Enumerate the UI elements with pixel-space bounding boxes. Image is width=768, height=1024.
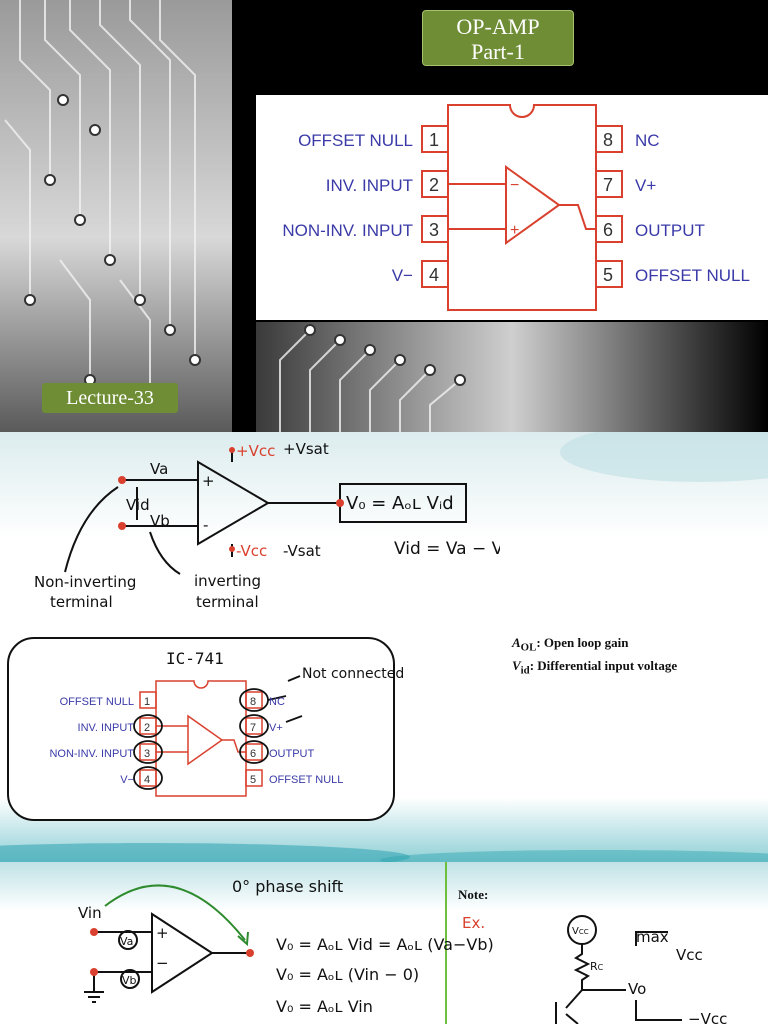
title-box: OP-AMP Part-1 [422,10,574,66]
pin-label-4: V− [392,266,413,285]
ic741-pin-label-5: OFFSET NULL [269,774,343,786]
noninverting-sketch: Vin Va Vb + − 0° phase shift V₀ = Aₒʟ Vi… [0,862,768,1024]
equation-3: V₀ = Aₒʟ Vin [276,997,373,1016]
note-title: Note: [458,887,489,902]
pin-label-5: OFFSET NULL [635,266,750,285]
pin-label-2: INV. INPUT [326,176,413,195]
ic741-pin-num-5: 5 [250,774,256,786]
equation-1: V₀ = Aₒʟ Vid = Aₒʟ (Va−Vb) [276,935,494,954]
pin-label-1: OFFSET NULL [298,131,413,150]
plus-terminal-3: + [156,924,169,942]
slide-opamp-basics: +Vcc +Vsat -Vcc -Vsat Va Vb Vid + - V₀ =… [0,432,768,862]
terminal-label-2: terminal [196,593,259,611]
vsat-positive-label: +Vsat [283,440,329,458]
pin-num-8: 8 [603,130,613,150]
vid-equation: Vid = Va − Vb [394,539,500,559]
neg-vcc-label: −Vcc [688,1010,727,1024]
ic741-pin-label-3: NON-INV. INPUT [49,748,134,760]
slide-title: OP-AMP Part-1 1 2 3 [0,0,768,432]
vin-label: Vin [78,904,102,922]
vsat-negative-label: -Vsat [283,542,321,560]
opamp-sketch: +Vcc +Vsat -Vcc -Vsat Va Vb Vid + - V₀ =… [34,440,500,611]
pin-label-8: NC [635,131,660,150]
ic741-pin-label-6: OUTPUT [269,748,315,760]
vid-definition: Vid: Differential input voltage [512,657,678,677]
vid-label: Vid [126,496,150,514]
vcc-node-label: VCC [572,926,589,937]
ic741-pin-label-2: INV. INPUT [78,722,135,734]
aol-definition: AOL: Open loop gain [512,635,629,654]
ic741-pin-num-3: 3 [144,748,150,760]
circuit-board-background [0,0,768,432]
pin-num-4: 4 [429,265,439,285]
ic741-pin-num-8: 8 [250,696,256,708]
vee-label: -Vcc [236,542,267,560]
pin-label-6: OUTPUT [635,221,705,240]
ic741-pin-num-1: 1 [144,696,150,708]
pin-num-6: 6 [603,220,613,240]
vb-node-label: Vb [122,974,137,987]
output-equation: V₀ = Aₒʟ Vᵢd [346,493,454,514]
vcc-label: +Vcc [236,442,275,460]
phase-shift-label: 0° phase shift [232,877,343,896]
opamp-pin-diagram: 1 2 3 4 8 7 6 5 OFFSET NULL INV. INPUT N… [256,95,768,320]
terminal-label-1: terminal [50,593,113,611]
ic741-pin-label-4: V− [120,774,134,786]
pin-label-7: V+ [635,176,656,195]
opamp-minus-symbol: − [510,177,519,194]
ic741-title: IC-741 [166,649,224,668]
pin-num-1: 1 [429,130,439,150]
non-inverting-label: Non-inverting [34,573,136,591]
va-node-label: Va [120,935,133,948]
opamp-plus-symbol: + [510,222,519,239]
rc-label: RC [590,960,604,973]
title-line-2: Part-1 [471,39,525,64]
ic741-pin-label-7: V+ [269,722,283,734]
vo-node-label: Vo [628,980,646,998]
not-connected-label: Not connected [302,666,404,682]
title-line-1: OP-AMP [456,14,540,39]
slide-noninverting: Vin Va Vb + − 0° phase shift V₀ = Aₒʟ Vi… [0,862,768,1024]
ic741-pin-num-6: 6 [250,748,256,760]
equation-2: V₀ = Aₒʟ (Vin − 0) [276,965,419,984]
va-label: Va [150,460,168,478]
ic741-pin-num-2: 2 [144,722,150,734]
inverting-label: inverting [194,572,261,590]
vb-label: Vb [150,512,170,530]
definitions: AOL: Open loop gain Vid: Differential in… [512,634,762,679]
max-label: max [636,928,669,946]
ic741-pin-num-7: 7 [250,722,256,734]
ic741-pin-label-8: NC [269,696,285,708]
ic741-pin-num-4: 4 [144,774,150,786]
example-label: Ex. [462,914,485,932]
minus-terminal: - [203,516,208,534]
minus-terminal-3: − [156,954,169,972]
lecture-number-box: Lecture-33 [42,383,178,413]
to-vcc-label: Vcc [676,946,703,964]
pin-num-7: 7 [603,175,613,195]
pin-num-3: 3 [429,220,439,240]
pin-label-3: NON-INV. INPUT [282,221,413,240]
pin-num-5: 5 [603,265,613,285]
plus-terminal: + [202,472,215,490]
ic741-diagram: IC-741 Not connected 1 2 3 4 [7,637,404,821]
pin-num-2: 2 [429,175,439,195]
ic741-pin-label-1: OFFSET NULL [60,696,134,708]
